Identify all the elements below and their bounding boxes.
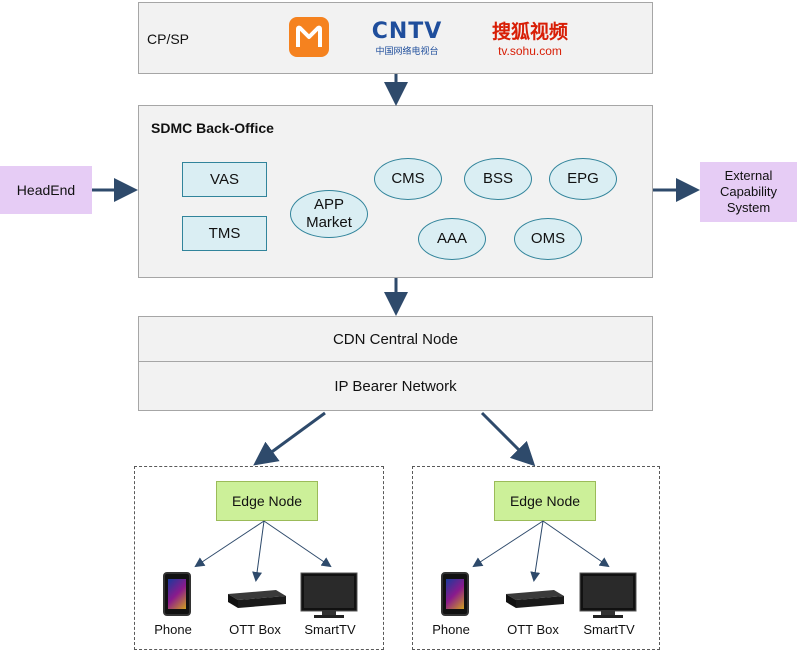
mango-m-icon	[296, 25, 322, 47]
smarttv-icon	[579, 572, 637, 618]
sohu-logo: 搜狐视频 tv.sohu.com	[485, 17, 575, 63]
phone-label: Phone	[154, 622, 192, 637]
cntv-logo: CNTV 中国网络电视台	[367, 19, 447, 63]
cpsp-panel: CP/SP CNTV 中国网络电视台 搜狐视频 tv.sohu.com	[138, 2, 653, 74]
tms-node: TMS	[182, 216, 267, 251]
vas-node: VAS	[182, 162, 267, 197]
edge-node-2: Edge Node	[494, 481, 596, 521]
backoffice-title: SDMC Back-Office	[151, 120, 274, 136]
ip-bearer-label: IP Bearer Network	[334, 377, 457, 395]
arrow-edge1-to-ott	[252, 520, 265, 582]
smarttv-label: SmartTV	[304, 622, 356, 637]
cms-node: CMS	[374, 158, 442, 200]
epg-node: EPG	[549, 158, 617, 200]
arrow-bearer-to-edge-1	[253, 411, 326, 466]
phone-label: Phone	[432, 622, 470, 637]
mango-tv-logo	[289, 17, 329, 57]
bss-node: BSS	[464, 158, 532, 200]
ip-bearer-network: IP Bearer Network	[138, 361, 653, 411]
smarttv-icon	[300, 572, 358, 618]
aaa-node: AAA	[418, 218, 486, 260]
phone-icon	[163, 572, 191, 616]
arrow-bearer-to-edge-2	[480, 411, 536, 467]
sohu-logo-text: 搜狐视频	[491, 21, 568, 43]
arrow-edge2-to-phone	[472, 520, 544, 568]
arrow-edge2-to-tv	[542, 520, 610, 568]
cdn-central-label: CDN Central Node	[332, 330, 459, 348]
cpsp-label: CP/SP	[147, 31, 190, 47]
arrow-edge2-to-ott	[530, 520, 544, 582]
external-capability-box: External Capability System	[700, 162, 797, 222]
cntv-logo-subtext: 中国网络电视台	[375, 46, 439, 56]
ott-box-label: OTT Box	[229, 622, 281, 637]
oms-node: OMS	[514, 218, 582, 260]
app-market-node: APP Market	[290, 190, 368, 238]
ott-box-icon	[500, 586, 566, 610]
cntv-logo-text: CNTV	[371, 19, 443, 44]
edge-node-1: Edge Node	[216, 481, 318, 521]
headend-box: HeadEnd	[0, 166, 92, 214]
arrow-edge1-to-tv	[263, 520, 332, 568]
arrow-edge1-to-phone	[194, 520, 265, 568]
phone-icon	[441, 572, 469, 616]
sohu-logo-url: tv.sohu.com	[498, 44, 562, 58]
ott-box-label: OTT Box	[507, 622, 559, 637]
smarttv-label: SmartTV	[583, 622, 635, 637]
ott-box-icon	[222, 586, 288, 610]
